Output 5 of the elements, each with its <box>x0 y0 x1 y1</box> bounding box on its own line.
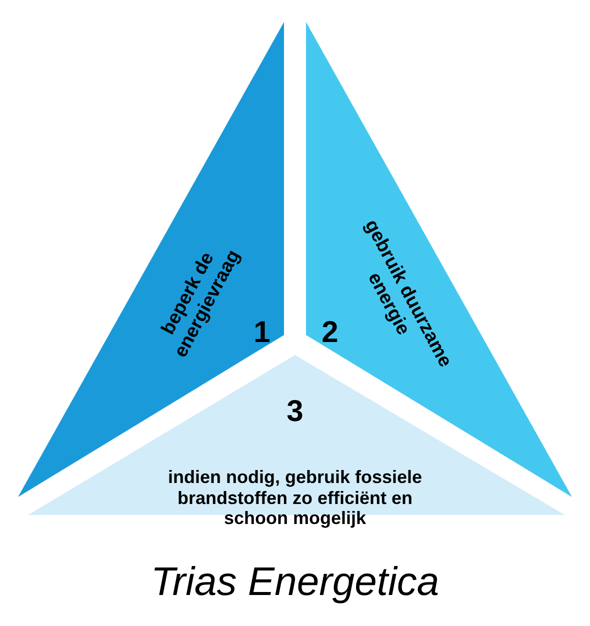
step-number: 1 <box>252 316 272 350</box>
step-number: 3 <box>286 395 304 430</box>
diagram-title: Trias Energetica <box>150 560 440 605</box>
step-number: 2 <box>320 316 340 350</box>
step-text: indien nodig, gebruik fossiele brandstoffen zo efficiënt en schoon mogelijk <box>166 467 424 530</box>
